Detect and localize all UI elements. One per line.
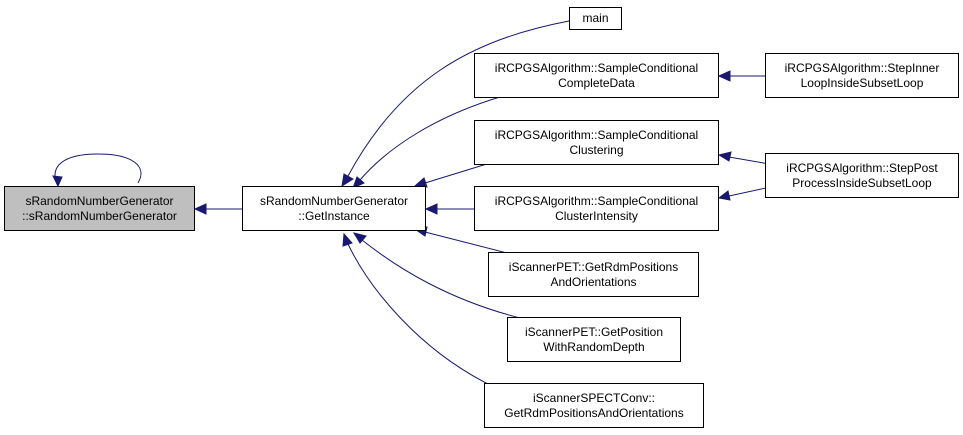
node-line: CompleteData <box>558 75 635 90</box>
arrowhead-post-sci <box>717 190 731 201</box>
node-line: iScannerSPECTConv:: <box>532 390 656 405</box>
edge-spect-getinstance <box>347 243 491 386</box>
node-line: sRandomNumberGenerator <box>259 193 409 208</box>
node-sample-conditional-clustering[interactable]: iRCPGSAlgorithm::SampleConditional Clust… <box>474 120 719 165</box>
arrowhead-sci-getinstance <box>424 203 438 215</box>
node-step-post-process[interactable]: iRCPGSAlgorithm::StepPost ProcessInsideS… <box>765 153 959 198</box>
node-line: WithRandomDepth <box>543 339 645 354</box>
edge-root-self <box>54 153 142 187</box>
node-getinstance[interactable]: sRandomNumberGenerator ::GetInstance <box>242 186 426 231</box>
edge-scc-getinstance <box>424 162 491 184</box>
node-line: Clustering <box>569 142 624 157</box>
node-line: ProcessInsideSubsetLoop <box>792 175 932 190</box>
node-line: main <box>582 11 609 25</box>
edge-petdepth-getinstance <box>361 239 521 319</box>
node-line: iRCPGSAlgorithm::StepPost <box>786 160 938 175</box>
node-line: AndOrientations <box>550 274 637 289</box>
node-line: iRCPGSAlgorithm::SampleConditional <box>494 127 699 142</box>
node-line: sRandomNumberGenerator <box>25 193 174 208</box>
node-srandomnumbergenerator-constructor: sRandomNumberGenerator ::sRandomNumberGe… <box>4 186 195 231</box>
edge-petrdm-getinstance <box>424 231 512 255</box>
node-line: LoopInsideSubsetLoop <box>800 75 924 90</box>
node-line: ::sRandomNumberGenerator <box>22 208 177 223</box>
node-line: iScannerPET::GetPosition <box>524 324 664 339</box>
node-sample-conditional-cluster-intensity[interactable]: iRCPGSAlgorithm::SampleConditional Clust… <box>474 186 719 231</box>
node-pet-get-position-random-depth[interactable]: iScannerPET::GetPosition WithRandomDepth <box>507 317 681 362</box>
node-sample-conditional-complete-data[interactable]: iRCPGSAlgorithm::SampleConditional Compl… <box>474 53 719 98</box>
node-line: iRCPGSAlgorithm::SampleConditional <box>494 60 699 75</box>
node-main[interactable]: main <box>569 7 622 30</box>
arrowhead-main-getinstance <box>341 173 354 188</box>
arrowhead-petdepth-getinstance <box>352 232 367 244</box>
arrowhead-inner-scd <box>717 70 731 82</box>
arrowhead-root-self <box>52 175 63 188</box>
node-line: ::GetInstance <box>298 208 370 223</box>
node-line: GetRdmPositionsAndOrientations <box>504 405 684 420</box>
node-line: iRCPGSAlgorithm::StepInner <box>784 60 940 75</box>
node-line: ClusterIntensity <box>555 208 638 223</box>
node-step-inner-loop[interactable]: iRCPGSAlgorithm::StepInner LoopInsideSub… <box>765 53 959 98</box>
node-spect-get-rdm-positions[interactable]: iScannerSPECTConv:: GetRdmPositionsAndOr… <box>484 383 704 428</box>
arrowhead-post-scc <box>717 151 732 162</box>
arrowhead-getinstance-root <box>193 203 207 215</box>
node-line: iScannerPET::GetRdmPositions <box>508 259 679 274</box>
node-line: iRCPGSAlgorithm::SampleConditional <box>494 193 699 208</box>
edge-scd-getinstance <box>359 96 501 181</box>
arrowhead-spect-getinstance <box>342 232 353 247</box>
arrowhead-scd-getinstance <box>352 176 365 189</box>
edge-main-getinstance <box>347 20 570 177</box>
node-pet-get-rdm-positions[interactable]: iScannerPET::GetRdmPositions AndOrientat… <box>488 252 699 297</box>
